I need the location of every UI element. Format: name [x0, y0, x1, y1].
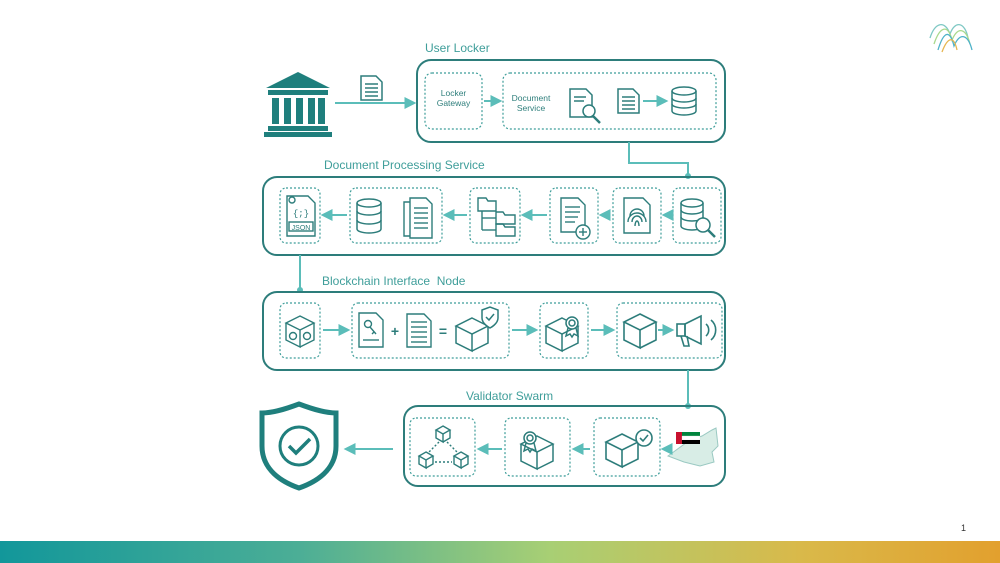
certified-box-icon — [544, 316, 580, 353]
database-search-icon — [680, 198, 716, 238]
blockchain-box-icon — [284, 315, 316, 349]
document-icon — [406, 313, 432, 348]
shield-check-icon — [259, 401, 339, 491]
locker-gateway-box — [424, 72, 483, 130]
verified-box-icon — [454, 306, 499, 353]
box-check-icon — [604, 429, 653, 469]
document-icon — [360, 75, 383, 101]
json-file-icon: {;} JSON — [286, 195, 316, 237]
page-number: 1 — [960, 523, 966, 533]
validator-swarm-title: Validator Swarm — [466, 389, 554, 403]
svg-text:JSON: JSON — [292, 225, 311, 232]
uae-map-flag-icon — [666, 427, 719, 467]
box-icon — [622, 313, 658, 350]
fingerprint-document-icon — [623, 197, 651, 234]
document-processing-title: Document Processing Service — [324, 158, 485, 172]
svg-text:=: = — [439, 323, 447, 339]
document-icon — [617, 88, 640, 114]
logo — [929, 24, 973, 53]
footer-gradient-bar — [0, 541, 1000, 563]
blockchain-interface-panel — [262, 291, 726, 371]
document-search-icon — [569, 88, 601, 124]
document-processing-panel — [262, 176, 726, 256]
megaphone-icon — [676, 314, 717, 347]
key-document-icon — [358, 312, 384, 348]
document-service-box — [502, 72, 717, 130]
document-add-icon — [560, 197, 591, 240]
validator-swarm-panel — [403, 405, 726, 487]
user-locker-title: User Locker — [425, 41, 490, 55]
database-icon — [356, 198, 382, 234]
bank-icon — [264, 72, 332, 137]
document-service-label: Document Service — [511, 93, 551, 113]
user-locker-panel — [416, 59, 726, 143]
certified-box-icon — [519, 431, 555, 471]
database-icon — [671, 86, 697, 116]
folder-tree-icon — [477, 197, 516, 237]
svg-text:{;}: {;} — [293, 209, 309, 219]
blockchain-interface-title: Blockchain Interface Node — [322, 274, 466, 288]
documents-icon — [403, 197, 433, 239]
locker-gateway-label: Locker Gateway — [436, 88, 471, 108]
svg-text:+: + — [391, 323, 399, 339]
network-boxes-icon — [417, 425, 470, 470]
